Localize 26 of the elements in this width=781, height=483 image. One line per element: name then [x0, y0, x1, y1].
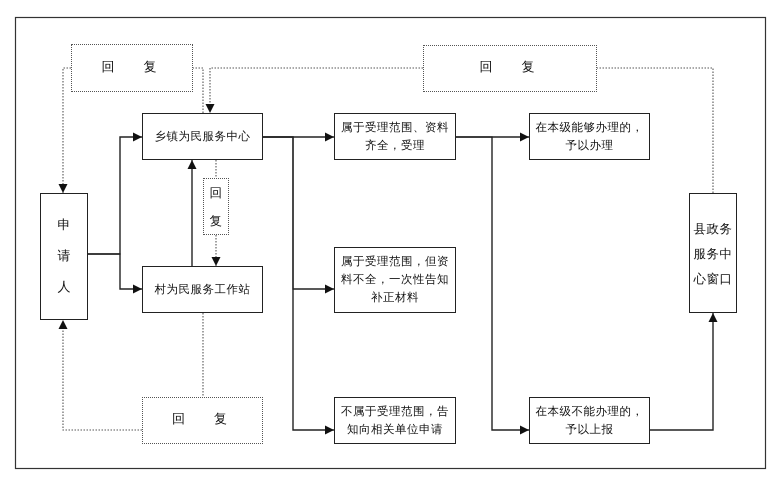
dotted-line — [215, 160, 217, 178]
service-window-box: 县政务服务中心窗口 — [689, 193, 737, 313]
process-box: 在本级能够办理的，予以办理 — [529, 113, 650, 160]
process-box: 村为民服务工作站 — [142, 266, 263, 313]
dotted-arrow — [58, 67, 71, 193]
dotted-line — [597, 67, 714, 193]
reply-box: 回复 — [142, 397, 263, 444]
process-box: 不属于受理范围，告知向相关单位申请 — [334, 397, 456, 444]
arrow — [88, 253, 142, 294]
applicant-box: 申请人 — [40, 193, 88, 320]
process-box: 乡镇为民服务中心 — [142, 113, 263, 160]
arrow — [188, 160, 196, 266]
process-box: 属于受理范围，但资料不全，一次性告知补正材料 — [334, 247, 456, 313]
reply-box: 回复 — [71, 44, 193, 92]
arrow — [456, 136, 529, 434]
arrow — [650, 313, 718, 431]
process-box: 在本级不能办理的，予以上报 — [529, 397, 650, 444]
arrow — [263, 136, 334, 434]
reply-box: 回复 — [423, 45, 597, 92]
dotted-line — [202, 313, 204, 397]
dotted-arrow — [206, 67, 423, 113]
process-box: 属于受理范围、资料齐全，受理 — [334, 113, 456, 160]
dotted-arrow — [212, 235, 220, 266]
dotted-line — [193, 67, 204, 113]
dotted-arrow — [58, 320, 142, 431]
reply-box: 回复 — [203, 178, 229, 235]
